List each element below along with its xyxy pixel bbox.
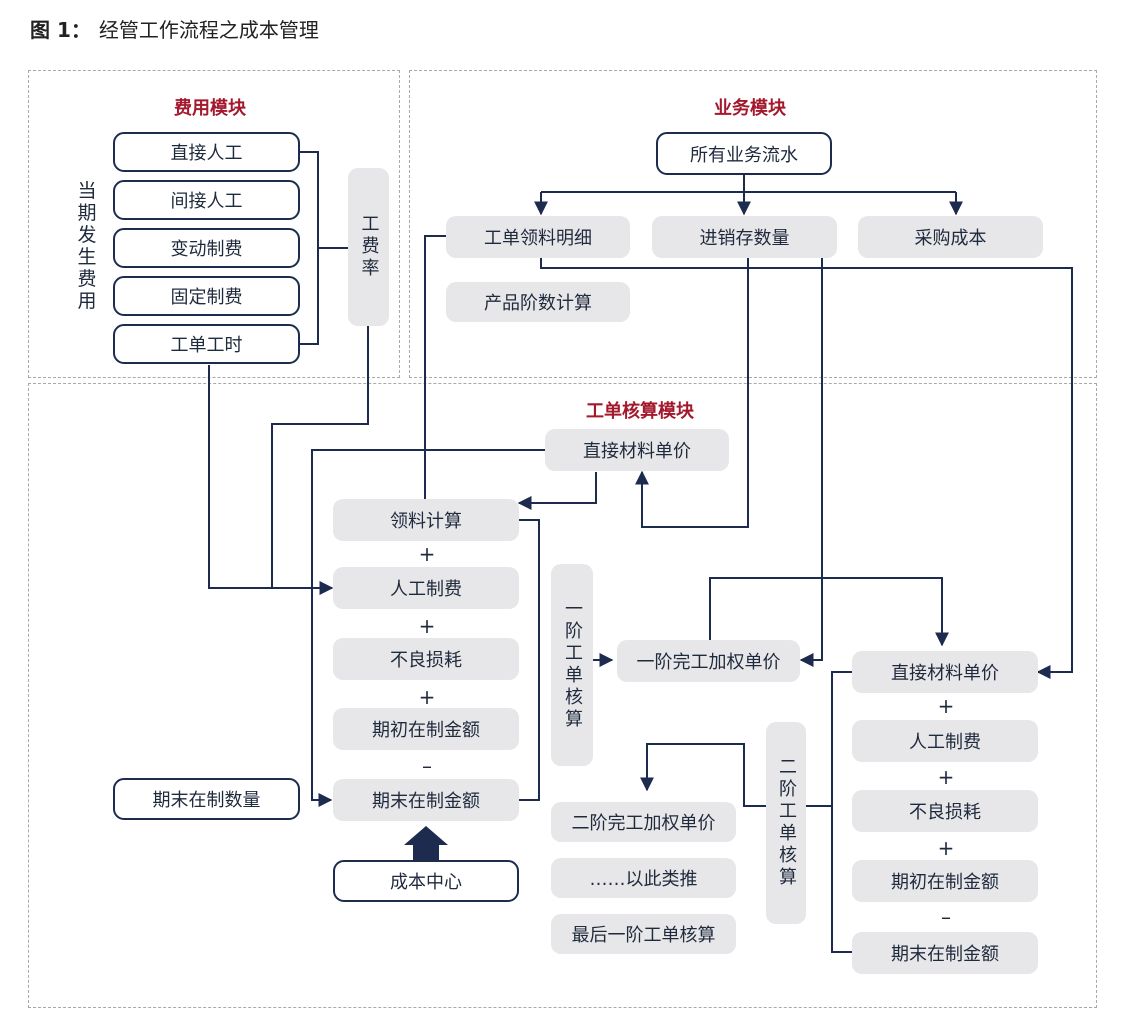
work-order-material-detail: 工单领料明细 xyxy=(446,216,630,258)
direct-material-unit-price-top: 直接材料单价 xyxy=(545,429,729,471)
stage2-work-order-accounting: 二阶工单核算 xyxy=(766,722,806,924)
beginning-wip-amount: 期初在制金额 xyxy=(333,708,519,750)
material-calculation: 领料计算 xyxy=(333,499,519,541)
business-module-title: 业务模块 xyxy=(714,98,786,119)
ending-wip-amount-right: 期末在制金额 xyxy=(852,932,1038,974)
expense-module-title: 费用模块 xyxy=(174,98,246,119)
labor-rate-box: 工费率 xyxy=(348,168,389,326)
plus-operator: + xyxy=(937,694,955,718)
expense-item-work-order-hours: 工单工时 xyxy=(113,324,300,364)
stage1-work-order-accounting: 一阶工单核算 xyxy=(551,564,593,766)
expense-item-indirect-labor: 间接人工 xyxy=(113,180,300,220)
inventory-quantity: 进销存数量 xyxy=(652,216,837,258)
purchase-cost: 采购成本 xyxy=(858,216,1043,258)
minus-operator: – xyxy=(941,905,951,929)
business-module-panel xyxy=(409,70,1097,378)
stage1-weighted-unit-price: 一阶完工加权单价 xyxy=(617,640,800,682)
beginning-wip-amount-right: 期初在制金额 xyxy=(852,860,1038,902)
current-expense-label: 当期发生费用 xyxy=(77,180,97,312)
stage2-weighted-unit-price: 二阶完工加权单价 xyxy=(551,802,736,842)
accounting-module-panel xyxy=(28,383,1097,1008)
plus-operator: + xyxy=(418,542,436,566)
product-stage-calculation: 产品阶数计算 xyxy=(446,282,630,322)
plus-operator: + xyxy=(937,836,955,860)
expense-item-fixed-overhead: 固定制费 xyxy=(113,276,300,316)
all-business-transactions: 所有业务流水 xyxy=(656,132,832,175)
expense-item-direct-labor: 直接人工 xyxy=(113,132,300,172)
plus-operator: + xyxy=(937,765,955,789)
accounting-module-title: 工单核算模块 xyxy=(586,401,694,422)
direct-material-unit-price-right: 直接材料单价 xyxy=(852,651,1038,693)
defect-loss-right: 不良损耗 xyxy=(852,790,1038,832)
ending-wip-amount: 期末在制金额 xyxy=(333,779,519,821)
expense-module-panel xyxy=(28,70,400,378)
labor-overhead: 人工制费 xyxy=(333,567,519,609)
cost-center: 成本中心 xyxy=(333,860,519,902)
up-arrow-icon xyxy=(404,826,448,860)
last-stage-accounting: 最后一阶工单核算 xyxy=(551,914,736,954)
plus-operator: + xyxy=(418,685,436,709)
minus-operator: – xyxy=(422,754,432,778)
figure-title: 图 1：经管工作流程之成本管理 xyxy=(30,18,319,42)
defect-loss: 不良损耗 xyxy=(333,638,519,680)
plus-operator: + xyxy=(418,614,436,638)
labor-overhead-right: 人工制费 xyxy=(852,720,1038,762)
expense-item-variable-overhead: 变动制费 xyxy=(113,228,300,268)
and-so-on: ……以此类推 xyxy=(551,858,736,898)
ending-wip-quantity: 期末在制数量 xyxy=(113,778,300,820)
